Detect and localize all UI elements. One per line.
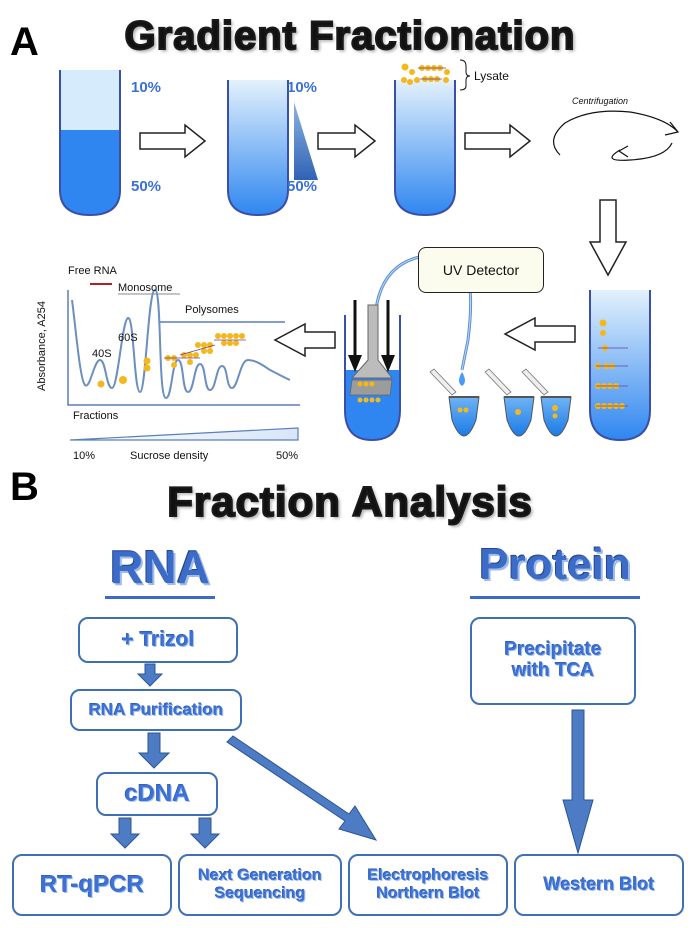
precipitate-box: Precipitate with TCA: [470, 617, 636, 705]
rt-qpcr-box: RT-qPCR: [12, 854, 172, 916]
y-axis-label: Absorbance, A254: [36, 301, 48, 391]
process-arrow-3: [464, 123, 532, 159]
rna-underline: [105, 596, 215, 599]
rna-header: RNA: [110, 541, 210, 593]
electrophoresis-line-2: Northern Blot: [376, 885, 480, 902]
free-rna-label: Free RNA: [68, 265, 117, 277]
gradient-wedge: [294, 102, 318, 180]
tube-two-layer: [59, 70, 121, 217]
density-high-label: 50%: [276, 450, 299, 462]
precipitate-line-1: Precipitate: [504, 639, 602, 661]
centrifugation-label: Centrifugation: [572, 96, 629, 106]
process-arrow-1: [139, 123, 207, 159]
layer-10-percent: [60, 70, 120, 130]
cdna-box: cDNA: [96, 772, 218, 816]
ngs-line-2: Sequencing: [214, 885, 306, 902]
electrophoresis-line-1: Electrophoresis: [367, 867, 489, 885]
panel-a-title: Gradient Fractionation: [124, 13, 576, 59]
40s-label: 40S: [92, 348, 112, 360]
centrifugation-icon: [553, 110, 680, 161]
process-arrow-2: [317, 123, 377, 159]
rna-purification-box: RNA Purification: [70, 689, 242, 731]
western-blot-box: Western Blot: [514, 854, 684, 916]
ngs-line-1: Next Generation: [198, 867, 322, 885]
density-triangle: [69, 427, 299, 441]
polysomes-label: Polysomes: [185, 304, 239, 316]
label-50-percent-tube2: 50%: [287, 178, 318, 195]
label-50-percent-tube1: 50%: [131, 178, 162, 195]
collection-tubes: [429, 368, 572, 437]
panel-b-title: Fraction Analysis: [166, 477, 533, 526]
process-arrow-left-1: [503, 316, 576, 352]
lysate-label: Lysate: [474, 69, 509, 83]
60s-label: 60S: [118, 332, 138, 344]
density-label: Sucrose density: [130, 450, 209, 462]
protein-underline: [470, 596, 640, 599]
label-10-percent-tube2: 10%: [287, 79, 318, 96]
electrophoresis-box: Electrophoresis Northern Blot: [348, 854, 508, 916]
process-arrow-left-2: [273, 322, 336, 358]
panel-a-letter: A: [10, 20, 39, 64]
process-arrow-down: [588, 199, 628, 277]
label-10-percent-tube1: 10%: [131, 79, 162, 96]
uv-detector-box: UV Detector: [418, 247, 544, 293]
ngs-box: Next Generation Sequencing: [178, 854, 342, 916]
tube-gradient: [227, 80, 318, 217]
x-axis-label: Fractions: [73, 410, 119, 422]
precipitate-line-2: with TCA: [511, 660, 595, 681]
tube-with-lysate: [394, 59, 471, 217]
absorbance-profile: [67, 283, 300, 441]
flow-arrows: [109, 663, 594, 855]
density-low-label: 10%: [73, 450, 96, 462]
droplet: [459, 372, 465, 386]
monosome-label: Monosome: [118, 282, 173, 294]
layer-50-percent: [60, 130, 120, 215]
protein-header: Protein: [479, 540, 631, 589]
lysate-bracket: [459, 59, 471, 91]
tube-piercing: [344, 300, 401, 442]
tube-separated: [589, 290, 651, 442]
panel-b-letter: B: [10, 465, 39, 509]
trizol-box: + Trizol: [78, 617, 238, 663]
